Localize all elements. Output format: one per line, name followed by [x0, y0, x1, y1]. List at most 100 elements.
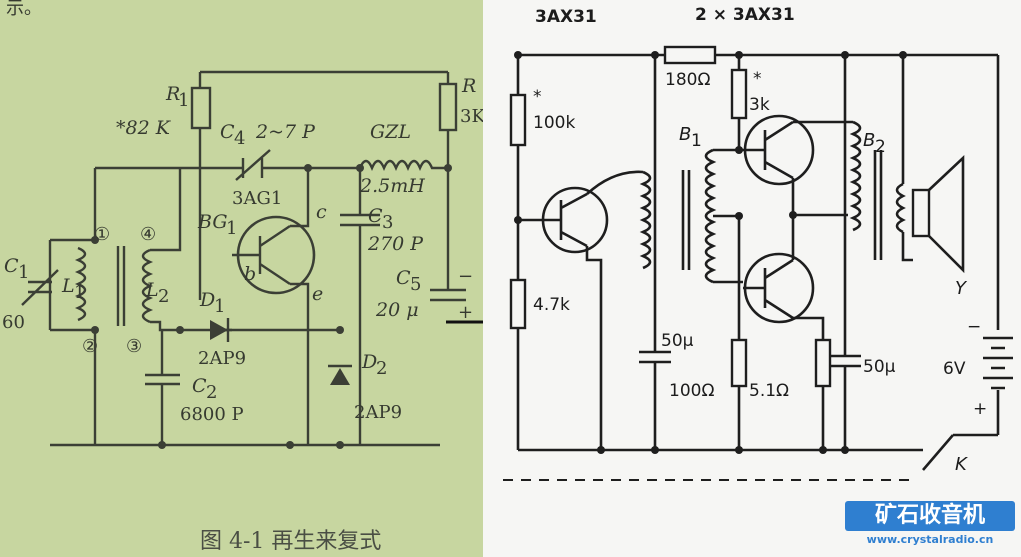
- d2-diode: [330, 368, 350, 385]
- r-top-resistor: [438, 82, 458, 132]
- r100k-resistor: [509, 93, 527, 147]
- svg-text:3AX31: 3AX31: [535, 7, 597, 27]
- b1-primary: [639, 170, 652, 270]
- svg-text:2: 2: [158, 286, 169, 307]
- c3-capacitor: [340, 168, 380, 445]
- svg-text:c: c: [316, 201, 327, 223]
- svg-text:2AP9: 2AP9: [198, 348, 246, 369]
- switch-k: [518, 433, 998, 471]
- svg-text:4: 4: [234, 128, 245, 149]
- svg-text:−: −: [967, 317, 981, 337]
- svg-text:50μ: 50μ: [863, 357, 896, 377]
- svg-text:180Ω: 180Ω: [665, 70, 710, 90]
- d1-diode: [210, 320, 228, 340]
- svg-text:3K: 3K: [460, 106, 483, 127]
- amplifier-schematic: 3AX31 2 × 3AX31 180Ω * 3k * 100k B 1 B 2…: [483, 0, 1021, 557]
- svg-text:3k: 3k: [749, 95, 770, 115]
- crystalradio-watermark: 矿石收音机 www.crystalradio.cn: [845, 501, 1015, 553]
- svg-text:b: b: [244, 263, 256, 285]
- r51-resistor: [814, 338, 832, 388]
- r1-resistor: [190, 86, 212, 130]
- svg-text:1: 1: [18, 262, 29, 283]
- r100-resistor: [730, 338, 748, 388]
- figure-caption: 图 4-1 再生来复式: [200, 529, 381, 554]
- b2-primary: [849, 120, 862, 232]
- left-schematic-svg: 示。 R 1 *82 K C 4 2~7 P GZL 2.5mH R 3K 3A…: [2, 0, 483, 554]
- right-schematic-svg: 3AX31 2 × 3AX31 180Ω * 3k * 100k B 1 B 2…: [503, 5, 1013, 481]
- svg-text:GZL: GZL: [370, 121, 411, 143]
- svg-text:C: C: [368, 205, 383, 227]
- svg-text:+: +: [458, 302, 473, 323]
- svg-text:−: −: [458, 266, 473, 287]
- watermark-name: 矿石收音机: [845, 501, 1015, 531]
- svg-text:60: 60: [2, 312, 25, 333]
- svg-text:R: R: [461, 75, 476, 97]
- svg-text:D: D: [199, 289, 215, 311]
- svg-text:②: ②: [82, 336, 98, 357]
- svg-text:1: 1: [74, 282, 85, 303]
- svg-text:+: +: [973, 399, 987, 419]
- l1-coil: [74, 246, 87, 322]
- svg-text:C: C: [396, 267, 411, 289]
- c50b-capacitor: [831, 55, 861, 450]
- svg-text:5.1Ω: 5.1Ω: [749, 381, 789, 401]
- svg-text:1: 1: [214, 296, 225, 317]
- svg-text:C: C: [220, 121, 235, 143]
- svg-text:C: C: [192, 375, 207, 397]
- svg-text:B: B: [679, 124, 691, 145]
- svg-text:270 P: 270 P: [367, 233, 424, 255]
- svg-text:50μ: 50μ: [661, 331, 694, 351]
- svg-text:K: K: [955, 454, 968, 475]
- top-note: 示。: [6, 0, 42, 19]
- svg-text:100Ω: 100Ω: [669, 381, 714, 401]
- svg-text:*: *: [753, 69, 762, 89]
- svg-text:2: 2: [206, 382, 217, 403]
- svg-text:1: 1: [691, 131, 702, 151]
- svg-text:4.7k: 4.7k: [533, 295, 570, 315]
- c2-capacitor: [145, 330, 180, 445]
- svg-text:5: 5: [410, 274, 421, 295]
- svg-text:2: 2: [875, 137, 886, 157]
- svg-text:L: L: [61, 275, 75, 297]
- svg-text:2.5mH: 2.5mH: [359, 175, 425, 197]
- svg-text:*82 K: *82 K: [116, 117, 172, 139]
- svg-text:Y: Y: [955, 278, 968, 299]
- regenerative-receiver-schematic: 示。 R 1 *82 K C 4 2~7 P GZL 2.5mH R 3K 3A…: [0, 0, 483, 557]
- c1-capacitor: [21, 269, 59, 306]
- svg-text:①: ①: [94, 224, 110, 245]
- svg-text:*: *: [533, 87, 542, 107]
- svg-text:D: D: [361, 351, 377, 373]
- svg-text:2AP9: 2AP9: [354, 402, 402, 423]
- svg-text:B: B: [863, 130, 875, 151]
- c5-capacitor: [430, 288, 466, 302]
- svg-text:R: R: [165, 83, 180, 105]
- svg-text:BG: BG: [197, 211, 228, 233]
- battery-6v: [983, 55, 1013, 435]
- r47k-resistor: [509, 278, 527, 330]
- b1-secondary: [704, 148, 717, 284]
- svg-text:e: e: [312, 283, 323, 305]
- svg-text:L: L: [145, 279, 159, 301]
- r180-resistor: [663, 45, 717, 65]
- svg-text:2 × 3AX31: 2 × 3AX31: [695, 5, 795, 25]
- svg-text:③: ③: [126, 336, 142, 357]
- svg-text:④: ④: [140, 224, 156, 245]
- svg-text:6800 P: 6800 P: [180, 404, 244, 425]
- l2-coil: [141, 248, 154, 324]
- svg-text:1: 1: [178, 90, 189, 111]
- gzl-choke: [358, 159, 448, 172]
- svg-text:3AG1: 3AG1: [232, 188, 282, 209]
- svg-text:6V: 6V: [943, 359, 966, 379]
- svg-text:100k: 100k: [533, 113, 575, 133]
- c50a-capacitor: [639, 55, 671, 450]
- svg-text:1: 1: [226, 218, 237, 239]
- c4-capacitor: [235, 149, 271, 181]
- svg-text:2~7 P: 2~7 P: [255, 121, 316, 143]
- svg-text:20 μ: 20 μ: [375, 299, 419, 321]
- r3k-resistor: [730, 68, 748, 120]
- watermark-url: www.crystalradio.cn: [866, 533, 994, 546]
- speaker: [911, 188, 931, 238]
- svg-text:3: 3: [382, 212, 393, 233]
- svg-text:C: C: [4, 255, 19, 277]
